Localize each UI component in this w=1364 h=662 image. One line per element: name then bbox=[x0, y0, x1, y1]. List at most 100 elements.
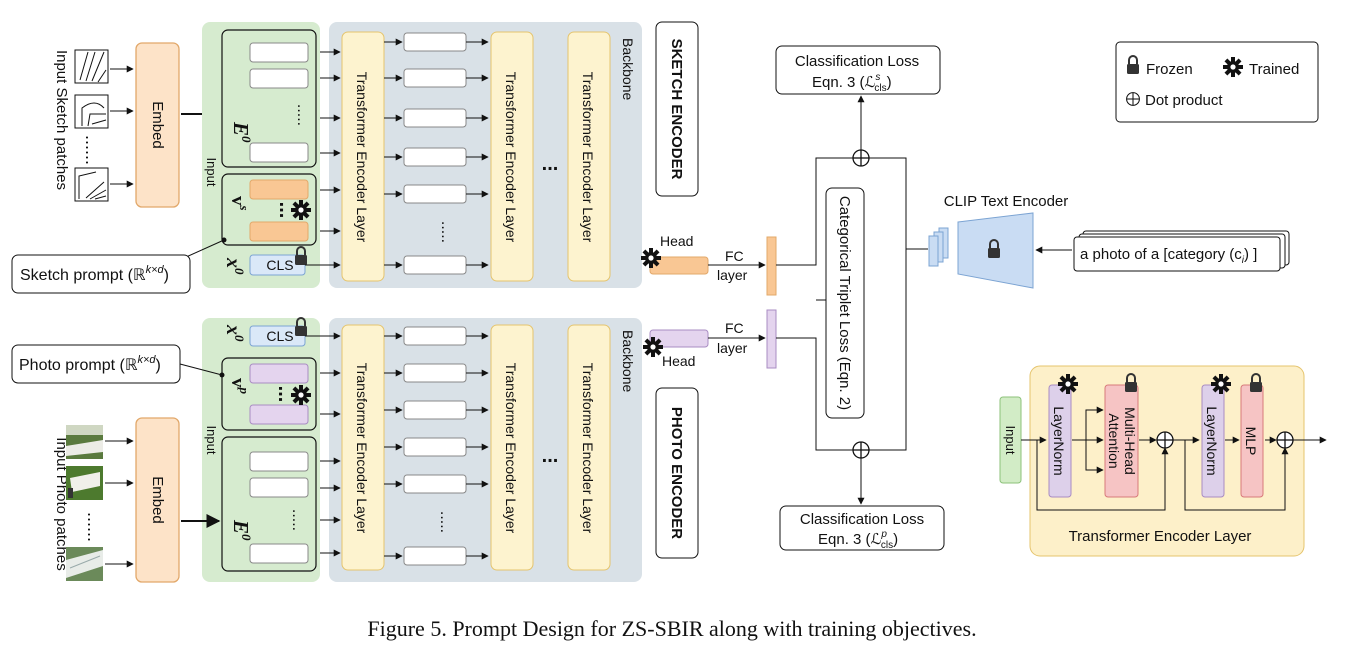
sketch-patch-1 bbox=[74, 49, 109, 84]
photo-head-label: Head bbox=[662, 353, 695, 369]
photo-cls-label: CLS bbox=[266, 328, 293, 344]
sketch-e0-ellipsis: ..... bbox=[294, 104, 311, 126]
photo-prompt-group bbox=[221, 357, 317, 431]
photo-encoder-label: PHOTO ENCODER bbox=[668, 407, 685, 539]
detail-input-label: Input bbox=[1003, 426, 1018, 455]
detail-residual-2-icon bbox=[1276, 431, 1294, 449]
sketch-encoder: Input Sketch patches ...... Embed Input bbox=[11, 21, 699, 294]
photo-encoder: Input x0 CLS ... vp Photo prompt (ℝk×d) … bbox=[11, 317, 699, 583]
photo-backbone-label: Backbone bbox=[620, 330, 636, 392]
sketch-x0-label: x0 bbox=[222, 257, 247, 275]
sketch-transformer-layer-2 bbox=[490, 31, 534, 282]
detail-attention-label-2: Attention bbox=[1106, 413, 1122, 468]
classification-loss-sketch-box bbox=[775, 45, 941, 95]
sketch-fc-label-2: layer bbox=[717, 267, 748, 283]
photo-arrows-in bbox=[305, 332, 341, 557]
sketch-e0-group bbox=[221, 29, 317, 168]
sketch-fc-layer bbox=[766, 236, 777, 296]
photo-patch-2 bbox=[66, 466, 103, 500]
photo-prompt-callout bbox=[11, 344, 181, 384]
photo-head-gear-icon bbox=[643, 337, 663, 357]
photo-input-label: Input Photo patches bbox=[53, 437, 70, 570]
photo-transformer-layer-1-label: Transformer Encoder Layer bbox=[354, 363, 370, 534]
photo-e0-label: E0 bbox=[229, 519, 254, 541]
photo-prompt-dots: ... bbox=[274, 386, 296, 403]
clip-text-prompt: a photo of a [category (ci) ] bbox=[1080, 246, 1257, 266]
bottom-dot-product-icon bbox=[852, 441, 870, 459]
legend-dot-product-icon bbox=[1126, 92, 1140, 106]
classification-loss-sketch-line1: Classification Loss bbox=[795, 53, 919, 70]
clip-label: CLIP Text Encoder bbox=[944, 193, 1069, 210]
sketch-embed-label: Embed bbox=[149, 101, 166, 149]
photo-embed-label: Embed bbox=[149, 476, 166, 524]
photo-embed-block bbox=[135, 417, 180, 583]
clip-text-prompt-box bbox=[1073, 236, 1281, 272]
sketch-prompt-dots: ... bbox=[275, 202, 297, 219]
triplet-loss-label: Categorical Triplet Loss (Eqn. 2) bbox=[836, 196, 853, 410]
loss-section bbox=[776, 95, 928, 505]
sketch-input-vertical: Input bbox=[204, 158, 219, 187]
sketch-fc-label-1: FC bbox=[725, 248, 744, 264]
sketch-patch-2 bbox=[74, 94, 109, 129]
detail-layernorm-1-label: LayerNorm bbox=[1051, 406, 1067, 475]
photo-input-panel bbox=[202, 318, 320, 582]
svg-text:.....: ..... bbox=[437, 511, 454, 533]
sketch-transformer-layer-1-label: Transformer Encoder Layer bbox=[354, 72, 370, 243]
transformer-layer-detail: Transformer Encoder Layer Input LayerNor… bbox=[999, 365, 1327, 557]
sketch-encoder-label-box bbox=[655, 21, 699, 197]
photo-fc-label-1: FC bbox=[725, 320, 744, 336]
sketch-transformer-layer-3 bbox=[567, 31, 611, 282]
sketch-cls-label: CLS bbox=[266, 257, 293, 273]
photo-patches bbox=[66, 425, 103, 581]
photo-transformer-layer-3 bbox=[567, 324, 611, 571]
sketch-prompt-callout-text: Sketch prompt (ℝk×d) bbox=[20, 264, 169, 284]
photo-fc-layer bbox=[766, 309, 777, 369]
classification-loss-photo-box bbox=[779, 505, 945, 551]
sketch-prompt-group bbox=[221, 173, 317, 246]
photo-transformer-layer-2 bbox=[490, 324, 534, 571]
svg-text:.....: ..... bbox=[438, 221, 455, 243]
sketch-input-label: Input Sketch patches bbox=[53, 50, 70, 190]
photo-prompt-gear-icon bbox=[291, 385, 311, 405]
detail-attention-label-1: Multi-Head bbox=[1122, 407, 1138, 475]
sketch-patches bbox=[74, 49, 109, 202]
detail-layernorm-2-gear-icon bbox=[1211, 374, 1231, 394]
photo-patch-ellipsis: ...... bbox=[84, 512, 104, 542]
photo-e0-ellipsis: ..... bbox=[289, 509, 306, 531]
sketch-head-label: Head bbox=[660, 233, 693, 249]
sketch-embed-block bbox=[135, 42, 180, 208]
legend-frozen-label: Frozen bbox=[1146, 61, 1193, 78]
legend-trained-label: Trained bbox=[1249, 61, 1299, 78]
sketch-head: Head FC layer bbox=[641, 233, 777, 296]
photo-head: Head FC layer bbox=[643, 309, 777, 369]
photo-layer-ellipsis: ... bbox=[542, 445, 559, 467]
sketch-prompt-token-2 bbox=[249, 221, 309, 242]
sketch-head-gear-icon bbox=[641, 248, 661, 268]
sketch-arrows-in bbox=[305, 48, 341, 269]
legend: Frozen Trained Dot product bbox=[1115, 41, 1319, 123]
photo-prompt-token-2 bbox=[249, 404, 309, 425]
photo-inter-tokens: ..... bbox=[384, 326, 489, 566]
sketch-prompt-callout bbox=[11, 254, 191, 294]
sketch-layer-ellipsis: ... bbox=[542, 153, 559, 175]
clip-text-encoder: CLIP Text Encoder a photo of a [category… bbox=[928, 193, 1290, 289]
photo-input-vertical: Input bbox=[204, 426, 219, 455]
photo-prompt-v-label: vp bbox=[227, 378, 252, 395]
sketch-patch-3 bbox=[74, 167, 109, 202]
photo-fc-label-2: layer bbox=[717, 340, 748, 356]
sketch-transformer-layer-3-label: Transformer Encoder Layer bbox=[580, 72, 596, 243]
figure-caption: Figure 5. Prompt Design for ZS-SBIR alon… bbox=[367, 616, 976, 641]
legend-box bbox=[1115, 41, 1319, 123]
sketch-inter-tokens: ..... bbox=[384, 32, 489, 275]
photo-patch-3 bbox=[66, 547, 103, 581]
sketch-prompt-token-1 bbox=[249, 179, 309, 200]
detail-attention-block bbox=[1104, 384, 1139, 498]
sketch-prompt-gear-icon bbox=[291, 200, 311, 220]
classification-loss-photo-line1: Classification Loss bbox=[800, 511, 924, 528]
top-dot-product-icon bbox=[852, 149, 870, 167]
clip-output-embedding bbox=[928, 235, 939, 267]
